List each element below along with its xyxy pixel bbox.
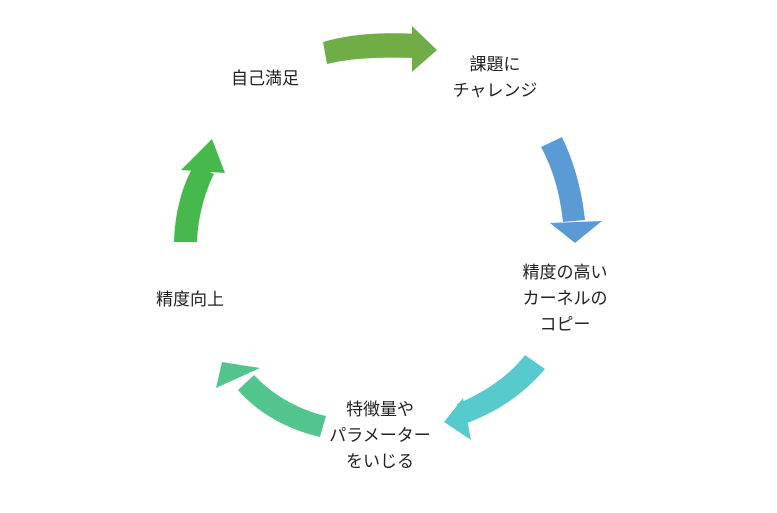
- arrow-tweak-to-improve: [216, 362, 326, 437]
- step-tweak-features: 特徴量や パラメーター をいじる: [310, 397, 450, 475]
- arrow-body: [457, 355, 545, 424]
- step-challenge-task: 課題に チャレンジ: [440, 52, 550, 104]
- step-label-line: 自己満足: [231, 69, 299, 89]
- step-label-line: をいじる: [346, 452, 414, 472]
- arrow-body: [238, 375, 326, 437]
- step-self-satisfaction: 自己満足: [220, 66, 310, 92]
- step-label-line: パラメーター: [329, 426, 431, 446]
- step-label-line: チャレンジ: [452, 81, 538, 101]
- arrow-head: [444, 398, 471, 440]
- step-label-line: コピー: [539, 315, 591, 335]
- step-label-line: 課題に: [469, 55, 521, 75]
- arrow-body: [541, 137, 585, 222]
- arrow-self-to-challenge: [323, 26, 437, 72]
- arrow-improve-to-self: [174, 139, 225, 242]
- arrow-head: [550, 221, 602, 243]
- step-label-line: 精度向上: [156, 290, 224, 310]
- step-label-line: カーネルの: [522, 289, 608, 309]
- step-copy-kernel: 精度の高い カーネルの コピー: [500, 260, 630, 338]
- arrow-body: [323, 33, 416, 64]
- step-label-line: 精度の高い: [522, 263, 608, 283]
- arrow-head: [412, 26, 437, 72]
- arrow-body: [174, 165, 214, 242]
- arrow-challenge-to-copy: [541, 137, 602, 243]
- step-accuracy-improvement: 精度向上: [140, 287, 240, 313]
- arrow-head: [216, 362, 260, 388]
- arrow-copy-to-tweak: [444, 355, 545, 440]
- arrow-head: [181, 139, 225, 173]
- step-label-line: 特徴量や: [346, 400, 414, 420]
